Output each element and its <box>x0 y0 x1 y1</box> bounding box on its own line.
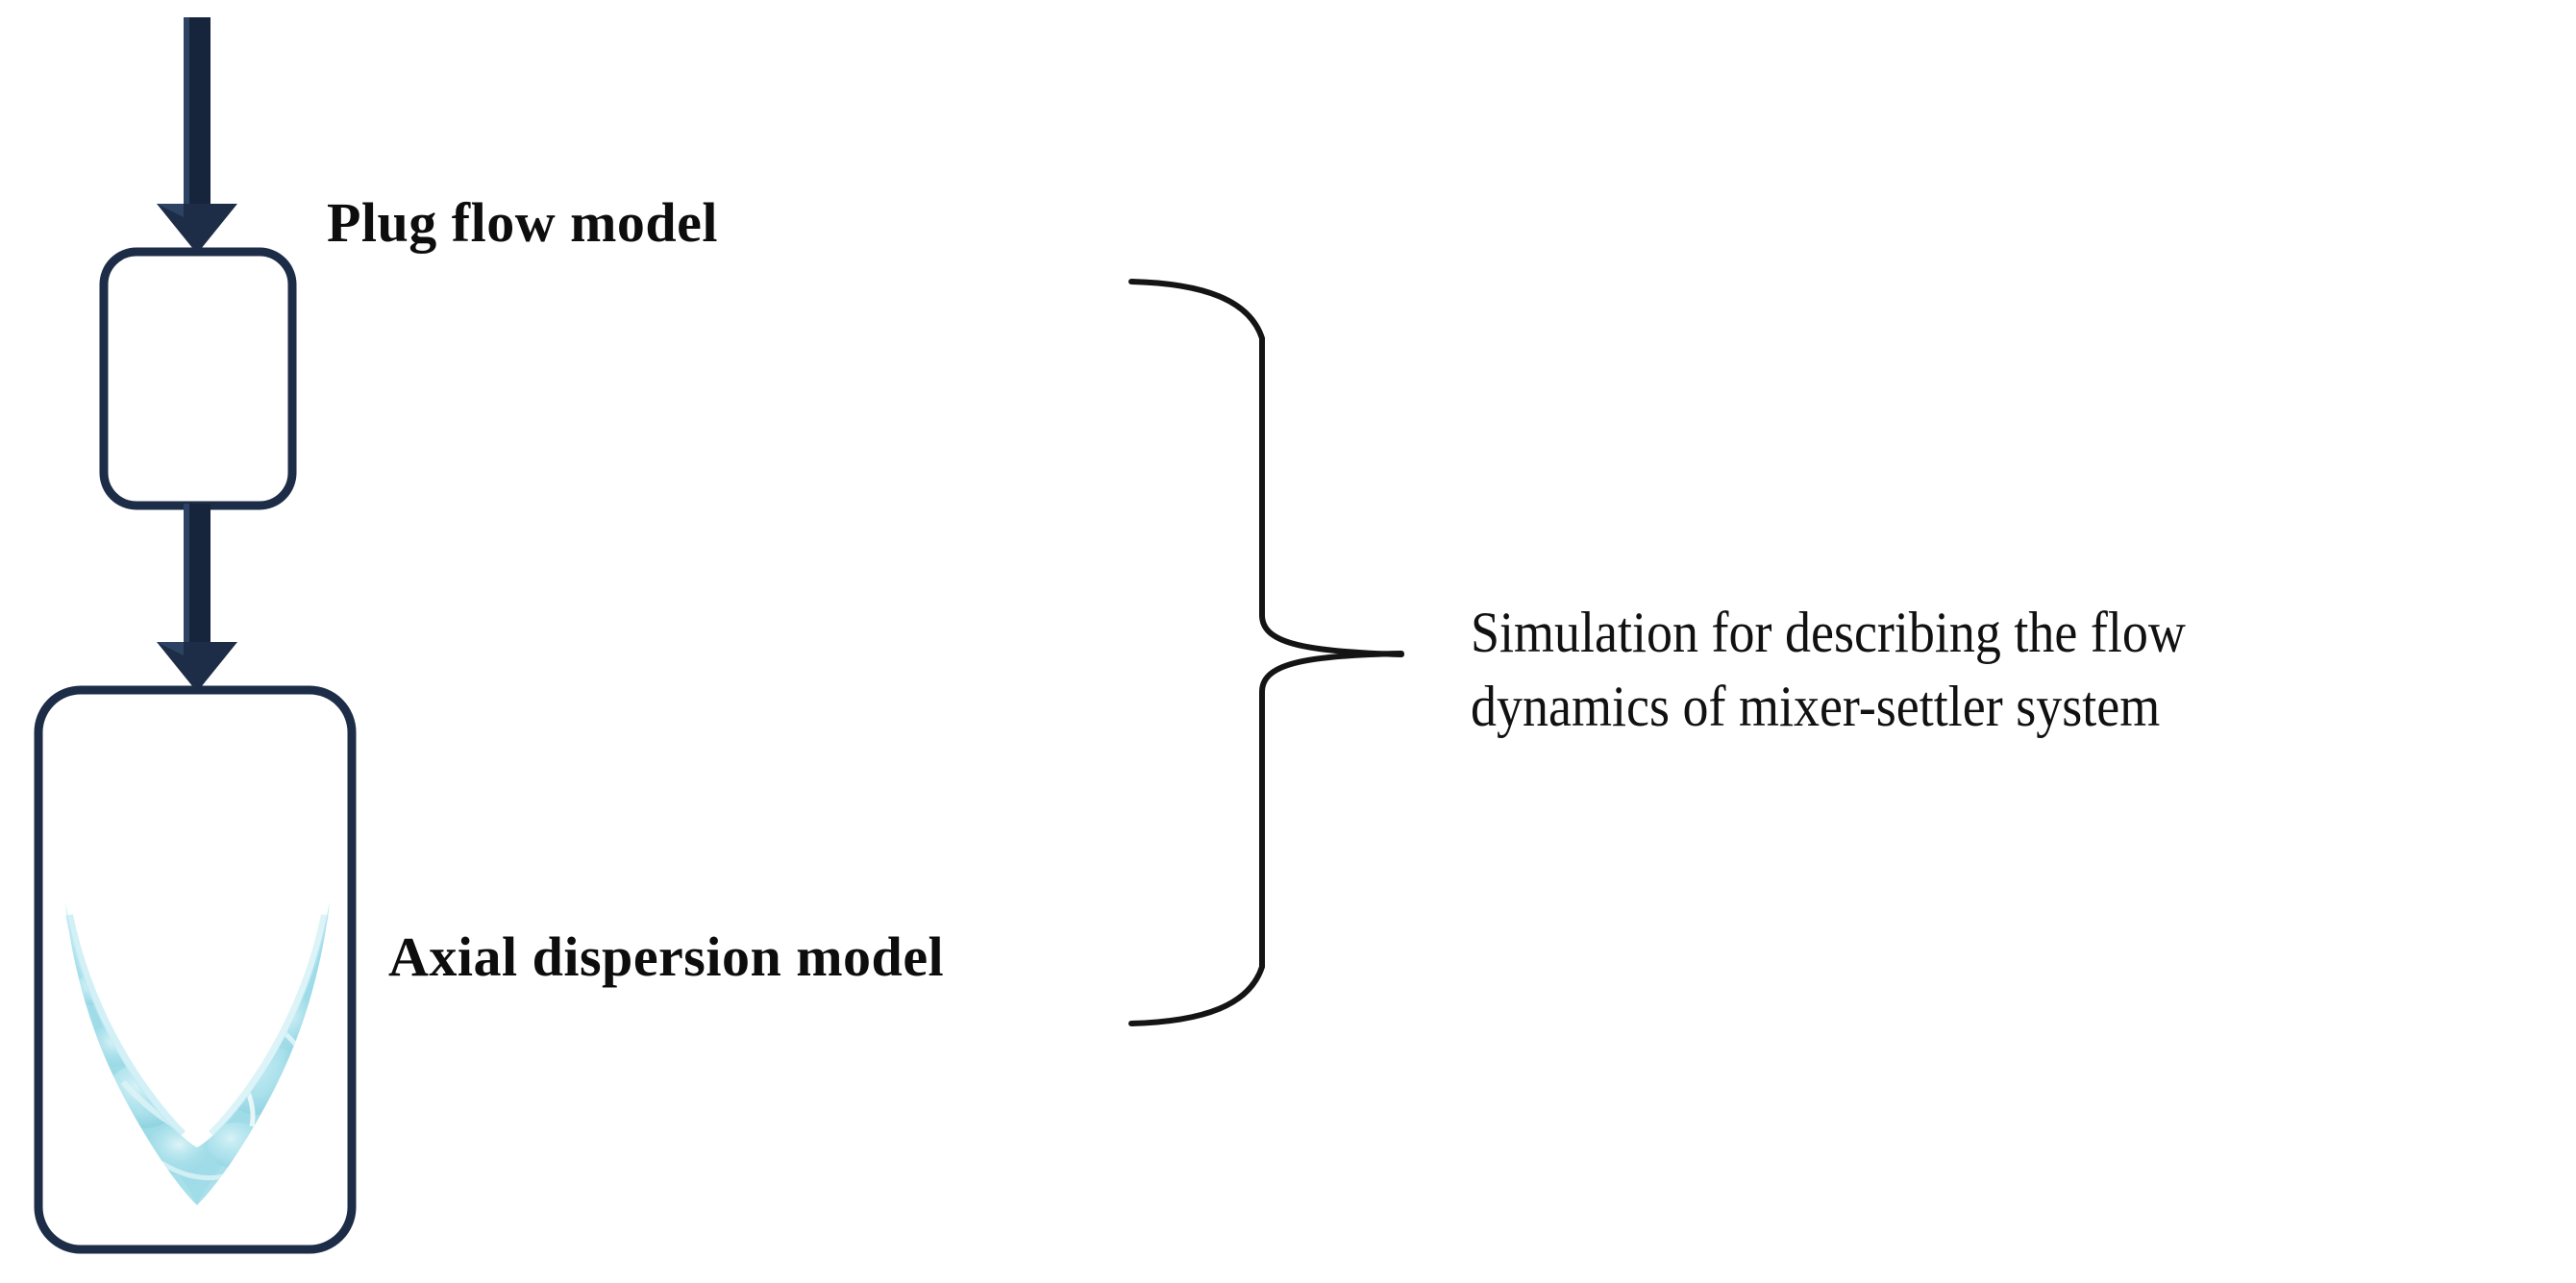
summary-line-2: dynamics of mixer-settler system <box>1471 674 2161 738</box>
plug-flow-label: Plug flow model <box>327 191 719 254</box>
summary-text: Simulation for describing the flow dynam… <box>1471 596 2440 744</box>
inlet-arrow <box>157 17 237 254</box>
summary-line-1: Simulation for describing the flow <box>1471 601 2186 664</box>
plug-flow-box <box>99 247 297 510</box>
axial-dispersion-box <box>34 685 357 1254</box>
curly-brace-icon <box>1128 279 1404 1026</box>
axial-dispersion-label: Axial dispersion model <box>388 925 945 988</box>
interstage-arrow <box>157 504 237 692</box>
